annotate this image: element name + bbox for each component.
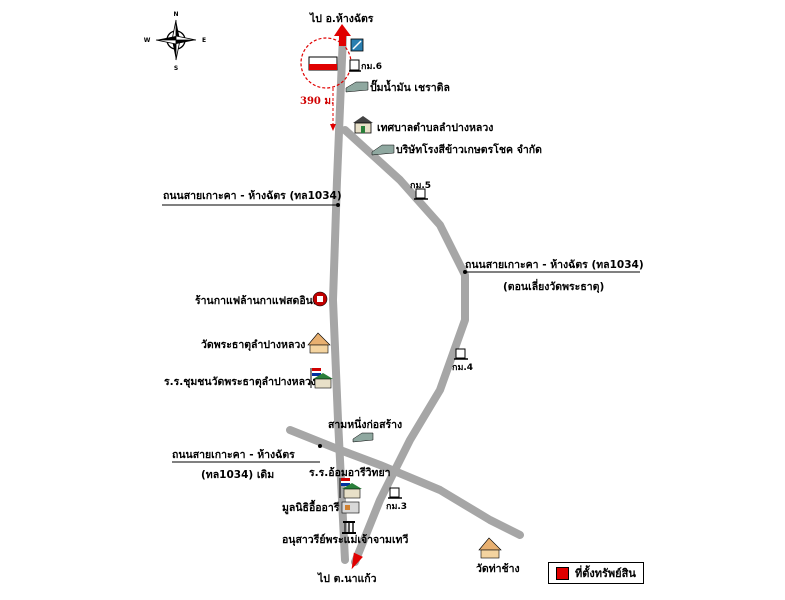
school-2-label: ร.ร.อ้อมอารีวิทยา [309,466,391,479]
km4-marker-icon [454,348,468,360]
temple-main-icon [307,332,331,354]
road-label-lines [162,204,640,463]
road-old-label-1: ถนนสายเกาะคา - ห้างฉัตร [172,448,295,461]
legend-label: ที่ตั้งทรัพย์สิน [575,567,636,580]
km6-marker-icon [349,59,361,72]
distance-arrow-icon [330,124,336,131]
cafe-label: ร้านกาแฟล้านกาแฟสดอินดี้ [195,292,321,307]
construction-icon [352,432,374,443]
compass-rose: N S E W [144,11,206,72]
old-road [286,426,524,539]
temple-tachang-icon [478,537,502,559]
compass-e: E [202,37,206,44]
km3-label: กม.3 [386,502,407,512]
convenience-store-icon [350,38,364,52]
compass-n: N [173,11,178,18]
south-direction-label: ไป ต.นาแก้ว [317,572,377,585]
road-old-label-2: (ทล1034) เดิม [201,469,274,481]
rice-mill-label: บริษัทโรงสีข้าวเกษตรโชค จำกัด [396,143,542,156]
north-direction-label: ไป อ.ห้างฉัตร [309,12,374,25]
property-marker [308,56,338,71]
road-west-label: ถนนสายเกาะคา - ห้างฉัตร (ทล1034) [163,189,342,202]
school-2-icon [339,478,362,499]
compass-s: S [174,65,178,72]
foundation-icon [341,501,360,514]
monument-label: อนุสาวรีย์พระแม่เจ้าจามเทวี [282,533,408,547]
km5-label: กม.5 [410,181,431,191]
school-1-label: ร.ร.ชุมชนวัดพระธาตุลำปางหลวง [164,376,316,389]
gas-station-label: ปั๊มน้ำมัน เชราติล [370,79,450,94]
compass-w: W [144,37,151,44]
rice-mill-icon [371,144,395,156]
municipality-label: เทศบาลตำบลลำปางหลวง [377,122,493,134]
roads [286,31,524,566]
road-east-label-2: (ตอนเลี่ยงวัดพระธาตุ) [503,278,604,294]
distance-label: 390 ม. [300,96,334,107]
bypass-road [341,126,469,566]
monument-icon [342,521,356,534]
legend: ที่ตั้งทรัพย์สิน [548,562,644,584]
legend-property-swatch [556,566,569,580]
temple-tachang-label: วัดท่าช้าง [476,562,520,575]
municipality-icon [353,116,373,134]
main-road [329,31,349,564]
km3-marker-icon [388,487,402,499]
km5-marker-icon [414,188,428,200]
construction-label: สามหนึ่งก่อสร้าง [328,416,402,431]
cafe-icon [312,291,328,307]
temple-main-label: วัดพระธาตุลำปางหลวง [201,339,305,352]
gas-station-icon [345,81,369,93]
road-east-label-1: ถนนสายเกาะคา - ห้างฉัตร (ทล1034) [465,258,644,271]
north-arrow-icon [334,24,351,46]
south-arrow-icon [351,552,363,570]
km6-label: กม.6 [361,62,382,72]
school-1-icon [310,368,333,389]
foundation-label: มูลนิธิอื้ออารี [282,499,340,515]
km4-label: กม.4 [452,363,473,373]
